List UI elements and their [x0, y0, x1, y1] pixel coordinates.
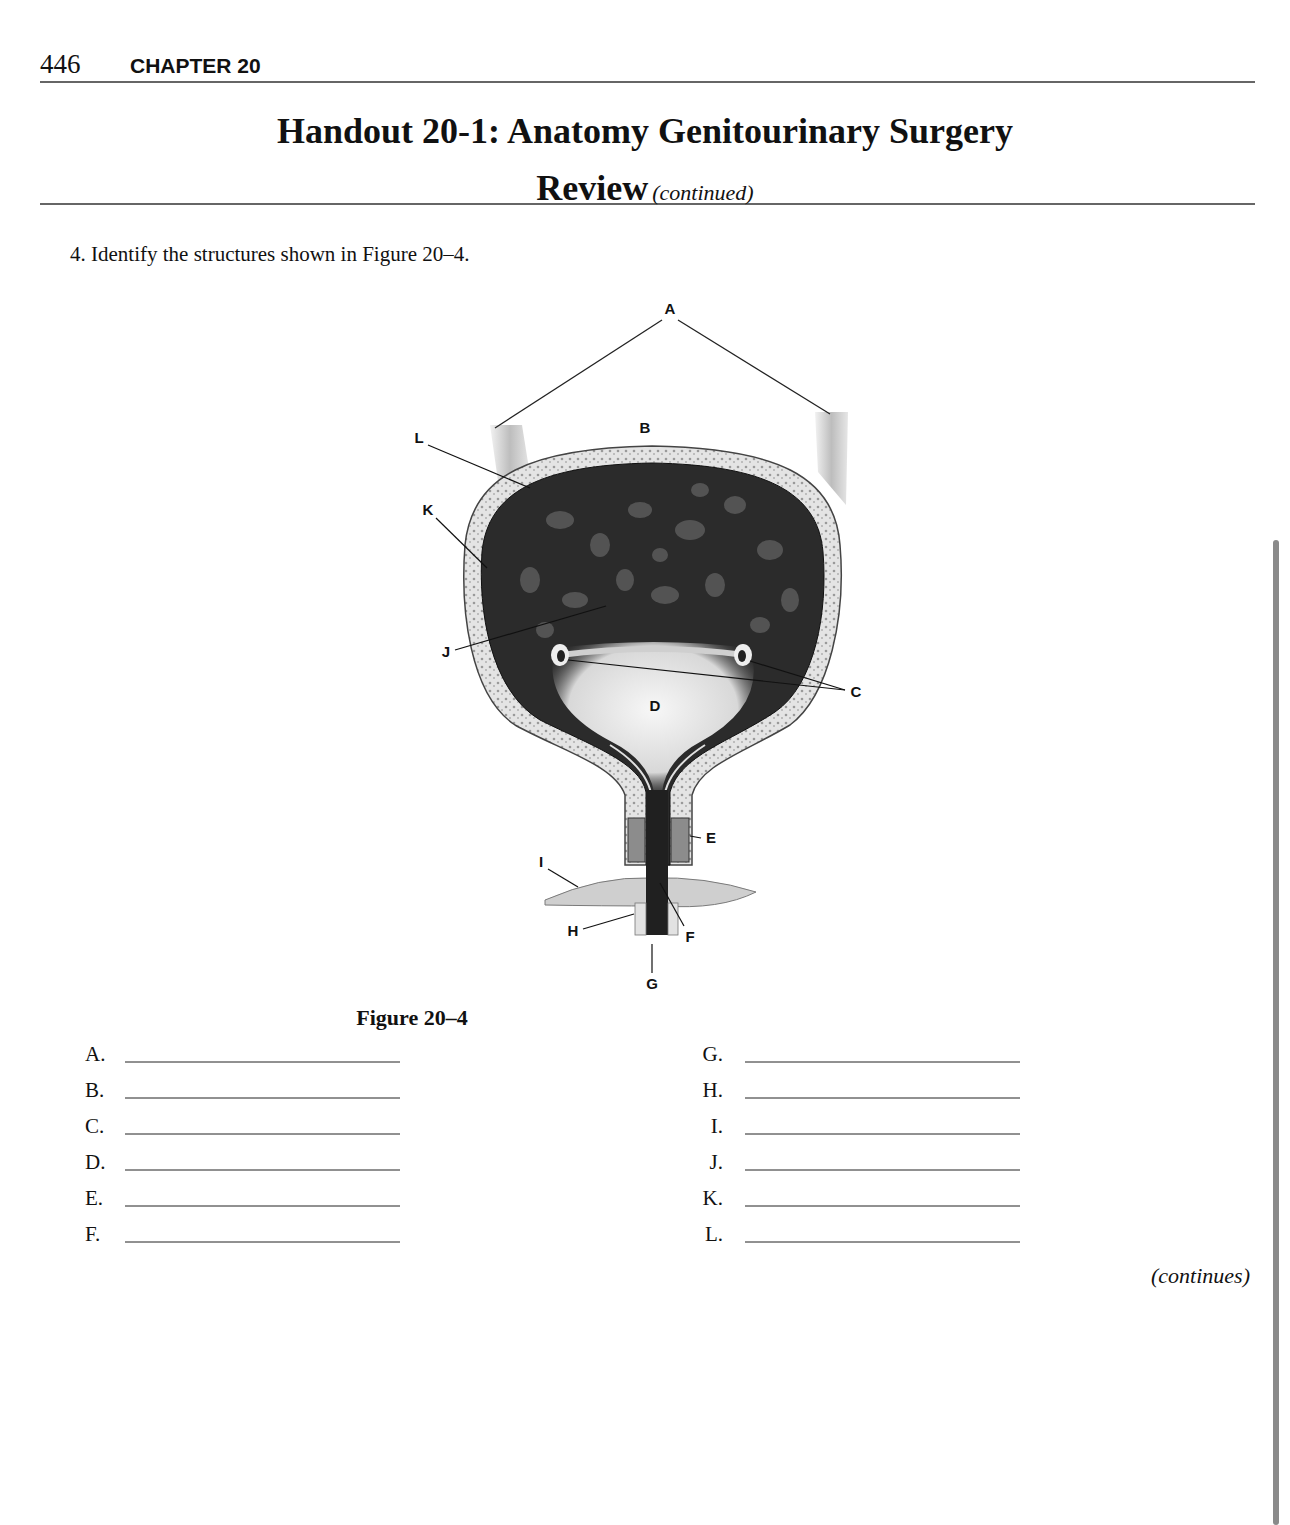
continues-note: (continues) [1151, 1264, 1250, 1288]
art-part [660, 883, 684, 926]
art-part [125, 1134, 400, 1135]
art-part [705, 573, 725, 597]
art-part [651, 944, 652, 973]
callout-letter: A [665, 301, 676, 318]
header-rule [40, 81, 1255, 83]
callout-letter: H [568, 923, 579, 940]
handout-title: Handout 20-1: Anatomy Genitourinary Surg… [277, 111, 1013, 208]
art-part [652, 548, 668, 562]
callout-letter: L [414, 430, 423, 447]
question-text: 4. Identify the structures shown in Figu… [70, 243, 470, 266]
art-part [745, 1062, 1020, 1063]
art-part [745, 1134, 1020, 1135]
answer-letter: B. [85, 1079, 104, 1102]
callout-letter: C [851, 684, 862, 701]
answer-letter: C. [85, 1115, 104, 1138]
art-part [651, 586, 679, 604]
chapter-heading: CHAPTER 20 [130, 54, 261, 77]
art-part [675, 520, 705, 540]
art-part [568, 660, 845, 690]
callout-letter: D [650, 698, 661, 715]
urethra [646, 790, 668, 935]
bracket-line [678, 320, 830, 414]
bracket-line [495, 320, 662, 428]
art-part [125, 1242, 400, 1243]
rugae [520, 483, 799, 638]
answer-letter: D. [85, 1151, 105, 1174]
art-part [745, 1170, 1020, 1171]
art-part [628, 502, 652, 518]
ureteral-orifice [557, 650, 565, 662]
callout-letter: K [423, 502, 434, 519]
answer-letter: H. [703, 1079, 723, 1102]
art-part [757, 540, 783, 560]
scroll-bar [1273, 540, 1279, 1525]
art-part [690, 836, 701, 838]
answer-letter: L. [705, 1223, 723, 1246]
interureteric-ridge [560, 649, 745, 655]
answer-lines [125, 1062, 1020, 1242]
art-part [781, 588, 799, 612]
ureteral-orifice [738, 650, 746, 662]
external-sphincter [635, 903, 646, 935]
art-part [536, 622, 554, 638]
callout-letter: G [646, 976, 658, 993]
callout-letter: J [442, 644, 450, 661]
leader-lines [428, 445, 845, 973]
art-part [428, 445, 530, 488]
figure-caption: Figure 20–4 [356, 1006, 467, 1030]
art-part [546, 511, 574, 529]
art-part [520, 567, 540, 593]
art-part [583, 914, 634, 929]
answer-letter: G. [703, 1043, 723, 1066]
art-part [616, 569, 634, 591]
callout-letter: I [539, 854, 543, 871]
answer-letter: F. [85, 1223, 100, 1246]
answer-letter: I. [711, 1115, 723, 1138]
trigone [552, 642, 753, 792]
page-number: 446 [40, 50, 81, 80]
art-part [750, 617, 770, 633]
ureter-right [815, 412, 848, 505]
external-sphincter [668, 903, 678, 935]
continued-note: (continued) [652, 180, 753, 205]
art-part [745, 1098, 1020, 1099]
sphincter [628, 818, 645, 862]
answer-letter: K. [703, 1187, 723, 1210]
art-part [562, 592, 588, 608]
art-part [724, 496, 746, 514]
art-part [125, 1206, 400, 1207]
callout-letter: E [706, 830, 716, 847]
sphincter [671, 818, 689, 862]
callout-letter: B [640, 420, 651, 437]
ureteral-orifice [734, 644, 752, 666]
callout-letter: F [685, 929, 694, 946]
ureteral-orifice [551, 644, 569, 666]
art-part [691, 483, 709, 497]
art-part [125, 1098, 400, 1099]
art-part [548, 869, 578, 887]
art-part [436, 518, 487, 568]
answer-letter: E. [85, 1187, 103, 1210]
answer-letter: A. [85, 1043, 105, 1066]
art-part [745, 1242, 1020, 1243]
art-part [745, 1206, 1020, 1207]
art-part [125, 1062, 400, 1063]
art-part [750, 661, 845, 690]
answer-letter: J. [710, 1151, 723, 1174]
title-block: Handout 20-1: Anatomy Genitourinary Surg… [270, 106, 1020, 220]
art-part [590, 533, 610, 557]
art-part [455, 606, 606, 650]
art-part [125, 1170, 400, 1171]
